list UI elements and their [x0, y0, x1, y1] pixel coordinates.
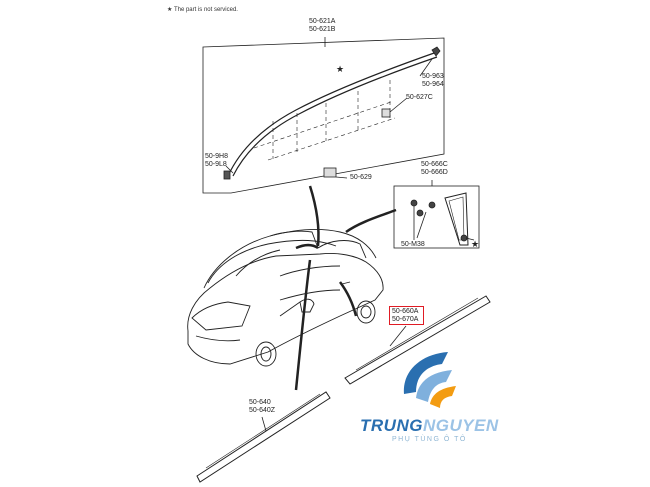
- not-serviced-note: ★ The part is not serviced.: [167, 7, 238, 13]
- label-50-964: 50-964: [422, 81, 444, 88]
- star-icon: ★: [471, 240, 479, 250]
- label-50-627c: 50-627C: [406, 94, 433, 101]
- belt-molding: [344, 295, 491, 385]
- label-50-m38: 50-M38: [401, 241, 425, 248]
- label-50-666d: 50-666D: [421, 169, 448, 176]
- label-50-666c: 50-666C: [421, 161, 448, 168]
- roof-molding-frame: [202, 37, 445, 194]
- star-icon: ★: [336, 65, 344, 75]
- label-50-621a: 50-621A: [309, 18, 336, 25]
- roof-molding-strip: [227, 51, 438, 177]
- logo-name: TRUNGNGUYEN: [360, 416, 499, 435]
- logo-tagline: PHỤ TÙNG Ô TÔ: [392, 436, 467, 443]
- label-50-670a: 50-670A: [392, 316, 419, 323]
- trungnguyen-logo-icon: [403, 352, 456, 408]
- car-outline: [187, 228, 384, 367]
- label-50-629: 50-629: [350, 174, 372, 181]
- label-50-9h8: 50-9H8: [205, 153, 228, 160]
- side-sill-garnish: [196, 391, 331, 483]
- label-50-9l8: 50-9L8: [205, 161, 227, 168]
- label-50-660a: 50-660A: [392, 308, 419, 315]
- label-50-640z: 50-640Z: [249, 407, 276, 414]
- label-50-963: 50-963: [422, 73, 444, 80]
- highlight-box: [389, 306, 424, 325]
- quarter-garnish-frame: [393, 185, 480, 249]
- label-50-640: 50-640: [249, 399, 271, 406]
- label-50-621b: 50-621B: [309, 26, 336, 33]
